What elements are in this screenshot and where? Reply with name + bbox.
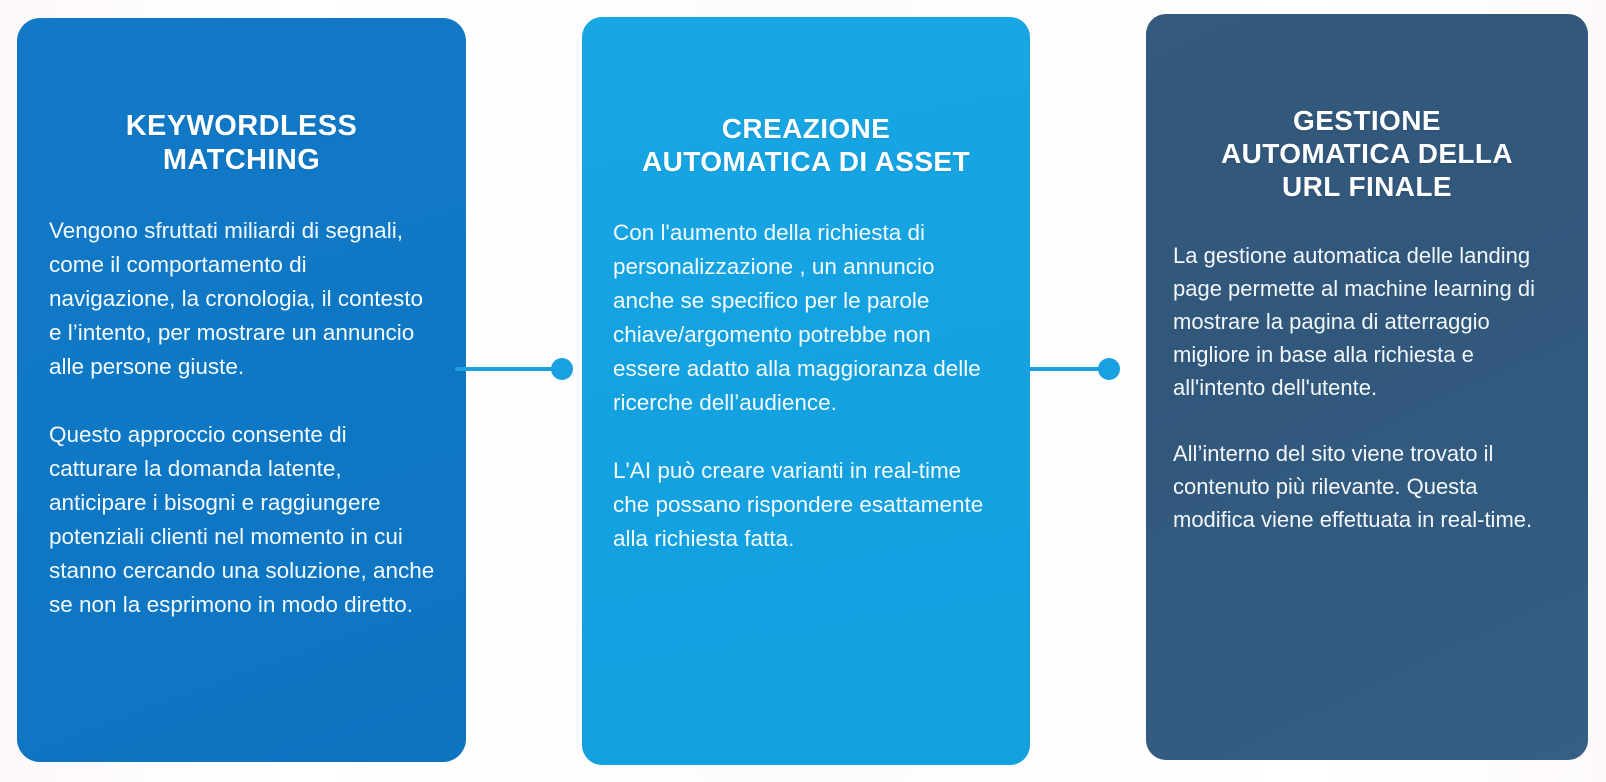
card-2-title-line-2: AUTOMATICA DI ASSET xyxy=(641,146,971,178)
card-2-title: CREAZIONE AUTOMATICA DI ASSET xyxy=(608,112,1004,178)
card-3-paragraph-2: All’interno del sito viene trovato il co… xyxy=(1173,441,1533,533)
card-3-title-line-2: AUTOMATICA DELLA xyxy=(1220,138,1514,170)
card-gestione-automatica-della-url-finale: GESTIONE AUTOMATICA DELLA URL FINALE La … xyxy=(1146,14,1588,760)
card-3-body: La gestione automatica delle landing pag… xyxy=(1172,239,1562,536)
card-3-paragraph-1: La gestione automatica delle landing pag… xyxy=(1173,243,1536,401)
card-3-title-line-1: GESTIONE xyxy=(1293,105,1441,136)
connector-card2-to-card3 xyxy=(1020,358,1120,380)
card-1-title-line-2: MATCHING xyxy=(162,144,321,177)
card-2-body: Con l'aumento della richiesta di persona… xyxy=(608,216,1004,556)
card-2-title-line-1: CREAZIONE xyxy=(721,113,891,144)
card-2-paragraph-1: Con l'aumento della richiesta di persona… xyxy=(613,220,981,416)
connector-line-icon xyxy=(1020,367,1100,371)
card-1-title-line-1: KEYWORDLESS xyxy=(125,110,358,142)
card-1-paragraph-1: Vengono sfruttati miliardi di segnali, c… xyxy=(49,218,423,380)
connector-dot-icon xyxy=(551,358,573,380)
card-1-paragraph-2: Questo approccio consente di catturare l… xyxy=(49,422,435,618)
card-creazione-automatica-di-asset: CREAZIONE AUTOMATICA DI ASSET Con l'aume… xyxy=(582,17,1030,765)
card-3-title: GESTIONE AUTOMATICA DELLA URL FINALE xyxy=(1172,104,1562,203)
card-2-paragraph-2: L'AI può creare varianti in real-time ch… xyxy=(613,457,984,551)
connector-card1-to-card2 xyxy=(455,358,573,380)
card-1-title: KEYWORDLESS MATCHING xyxy=(43,109,440,177)
card-keywordless-matching: KEYWORDLESS MATCHING Vengono sfruttati m… xyxy=(17,18,466,762)
connector-line-icon xyxy=(455,367,553,371)
card-3-title-line-3: URL FINALE xyxy=(1282,171,1452,203)
card-1-body: Vengono sfruttati miliardi di segnali, c… xyxy=(43,214,440,622)
connector-dot-icon xyxy=(1098,358,1120,380)
